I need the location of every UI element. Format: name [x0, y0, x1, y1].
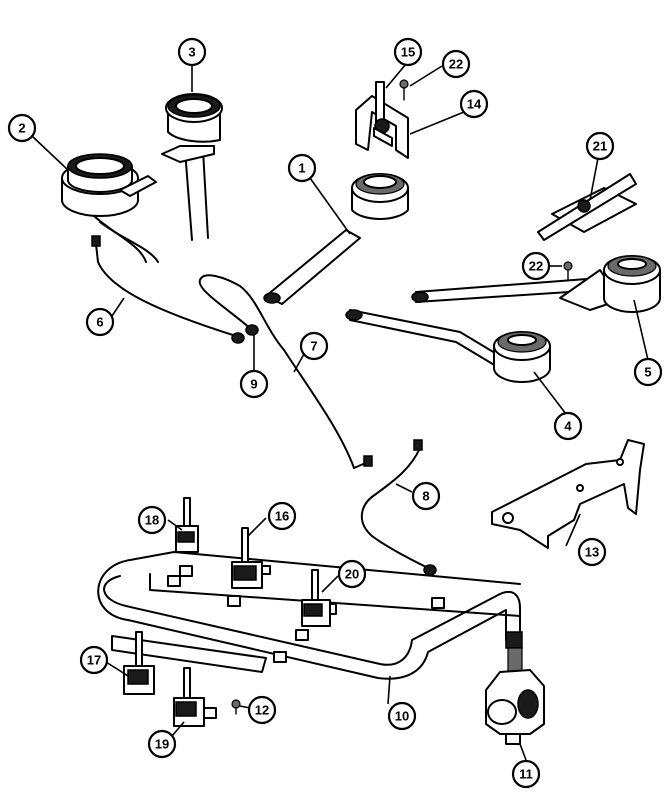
- callout-11: 11: [511, 759, 541, 789]
- regulator-11: [485, 647, 545, 745]
- callout-1: 1: [287, 153, 317, 183]
- callout-13: 13: [577, 537, 607, 567]
- burner-3: [161, 93, 223, 241]
- valve-20: [301, 569, 337, 627]
- callout-18: 18: [137, 505, 167, 535]
- callout-19: 19: [147, 729, 177, 759]
- screw-22-top: [399, 79, 409, 101]
- tube-8: [361, 439, 437, 576]
- tube-7: [198, 274, 373, 469]
- callout-12: 12: [247, 695, 277, 725]
- valve-bracket-14: [355, 81, 409, 159]
- valve-16: [231, 527, 271, 589]
- leader-lines: [31, 63, 649, 761]
- bracket-21: [537, 173, 637, 241]
- callout-12-label: 12: [255, 703, 269, 718]
- burner-4: [345, 309, 551, 383]
- callout-15-label: 15: [401, 45, 415, 60]
- callout-1-label: 1: [298, 161, 305, 176]
- callout-7: 7: [299, 331, 329, 361]
- valve-18: [175, 497, 199, 553]
- burner-1: [263, 173, 409, 305]
- callout-14: 14: [459, 89, 489, 119]
- callout-6-label: 6: [96, 315, 103, 330]
- callout-14-label: 14: [467, 97, 482, 112]
- callout-19-label: 19: [155, 737, 169, 752]
- callout-2-label: 2: [18, 121, 25, 136]
- tube-6: [91, 235, 245, 344]
- callout-22-right: 22: [521, 251, 551, 281]
- callout-7-label: 7: [310, 339, 317, 354]
- callout-13-label: 13: [585, 545, 599, 560]
- callout-18-label: 18: [145, 513, 159, 528]
- callout-10-label: 10: [395, 709, 409, 724]
- callout-8: 8: [411, 481, 441, 511]
- callout-8-label: 8: [422, 489, 429, 504]
- callout-15: 15: [393, 37, 423, 67]
- callout-4: 4: [553, 411, 583, 441]
- screw-12: [231, 699, 241, 715]
- callout-10: 10: [387, 701, 417, 731]
- burner-2: [61, 153, 159, 263]
- callout-17: 17: [79, 645, 109, 675]
- callout-9: 9: [239, 369, 269, 399]
- bracket-13: [491, 439, 645, 549]
- callout-22-top: 22: [441, 49, 471, 79]
- callout-4-label: 4: [564, 419, 572, 434]
- screw-22-right: [563, 261, 573, 281]
- callout-16: 16: [267, 501, 297, 531]
- valve-17: [123, 631, 155, 695]
- callout-20-label: 20: [345, 567, 359, 582]
- callout-3: 3: [177, 37, 207, 67]
- callout-16-label: 16: [275, 509, 289, 524]
- callout-11-label: 11: [519, 767, 533, 782]
- callout-2: 2: [7, 113, 37, 143]
- valve-19: [173, 667, 217, 727]
- manifold-10: [97, 551, 523, 680]
- burner-5: [411, 255, 661, 313]
- callout-9-label: 9: [250, 377, 257, 392]
- callout-17-label: 17: [87, 653, 101, 668]
- callout-6: 6: [85, 307, 115, 337]
- callout-5: 5: [633, 357, 663, 387]
- callout-22-right-label: 22: [529, 259, 543, 274]
- callout-21-label: 21: [593, 139, 607, 154]
- callout-3-label: 3: [188, 45, 195, 60]
- callout-21: 21: [585, 131, 615, 161]
- callout-20: 20: [337, 559, 367, 589]
- callout-5-label: 5: [644, 365, 651, 380]
- callout-22-top-label: 22: [449, 57, 463, 72]
